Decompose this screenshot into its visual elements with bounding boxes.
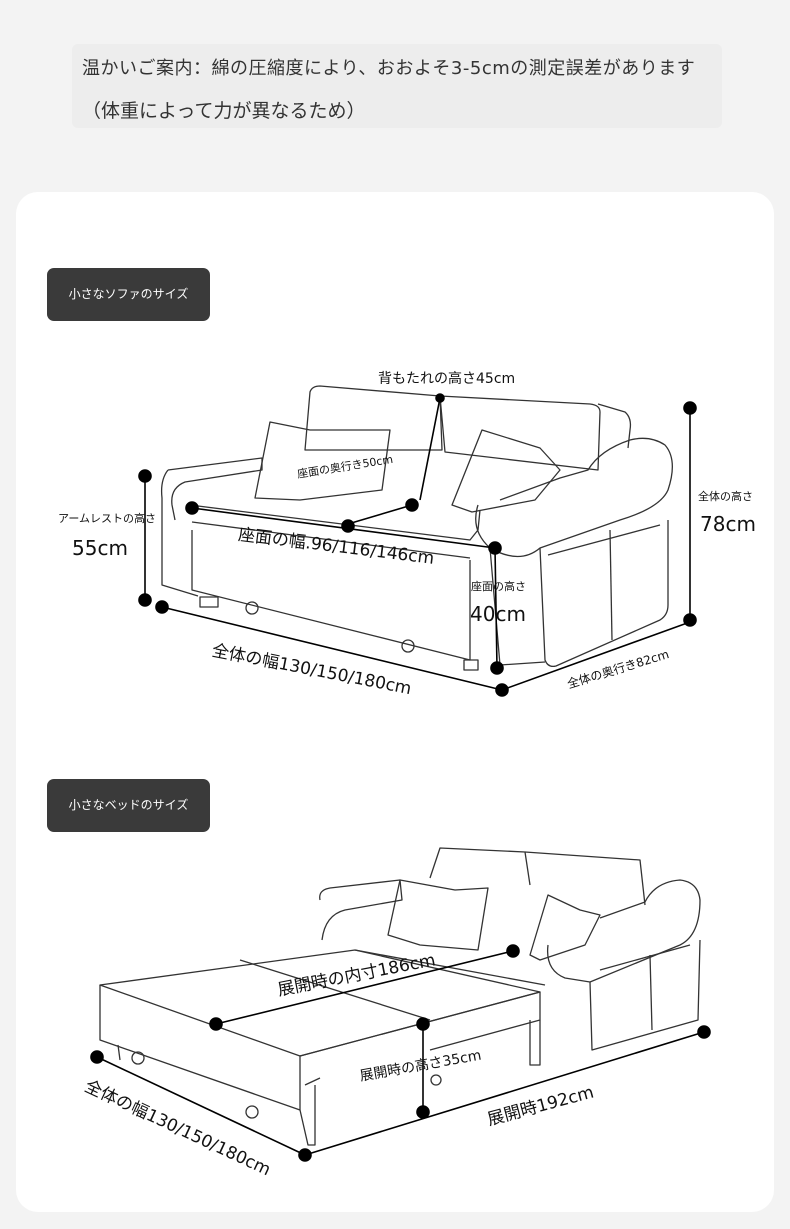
seat-height-label: 座面の高さ [471, 580, 526, 593]
arm-height-value: 55cm [72, 536, 128, 560]
notice-banner: 温かいご案内：綿の圧縮度により、おおよそ3-5cmの測定誤差があります （体重に… [72, 44, 722, 128]
notice-line-2: （体重によって力が異なるため） [82, 100, 366, 122]
notice-line-1: 温かいご案内：綿の圧縮度により、おおよそ3-5cmの測定誤差があります [82, 58, 696, 79]
total-height-value: 78cm [700, 512, 756, 536]
sofa-size-tag: 小さなソファのサイズ [47, 268, 210, 321]
total-height-label: 全体の高さ [698, 490, 753, 503]
bed-size-tag: 小さなベッドのサイズ [47, 779, 210, 832]
seat-height-value: 40cm [470, 602, 526, 626]
size-card [16, 192, 774, 1212]
back-height-label: 背もたれの高さ45cm [378, 371, 516, 387]
bed-drawing [99, 847, 701, 1146]
arm-height-label: アームレストの高さ [58, 512, 157, 525]
